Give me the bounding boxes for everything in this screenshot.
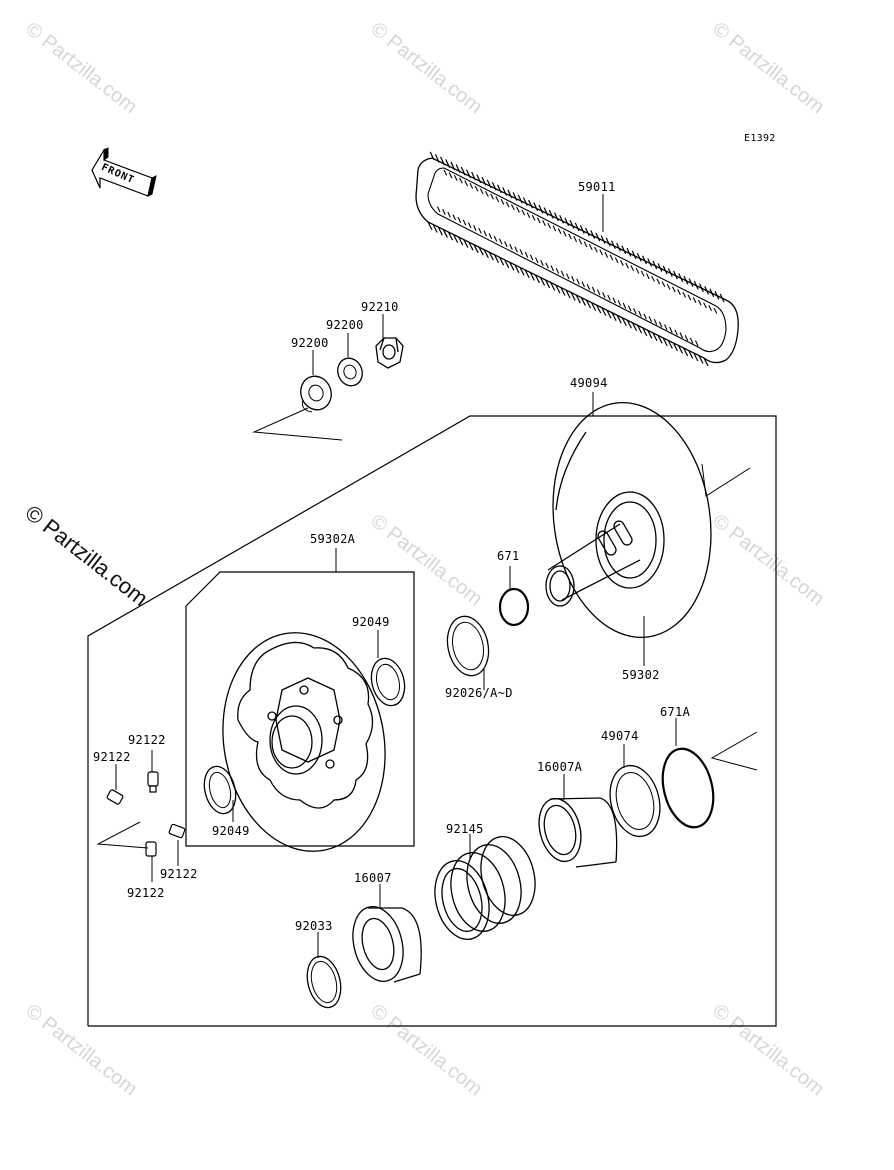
o-ring-icon — [661, 747, 715, 829]
part-label-bearing-a[interactable]: 16007A — [537, 760, 583, 774]
part-label-bearing[interactable]: 16007 — [354, 871, 392, 885]
part-label-spring[interactable]: 92145 — [446, 822, 484, 836]
part-label-cam-ring[interactable]: 49074 — [601, 729, 639, 743]
part-label-grease-nipple[interactable]: 92122 — [93, 750, 131, 764]
assembly-outline — [87, 415, 777, 1027]
part-label-o-ring[interactable]: 671 — [497, 549, 520, 563]
oil-seal-icon — [203, 765, 237, 815]
fixed-sheave-icon — [545, 401, 712, 639]
part-label-fixed-sheave[interactable]: 59302 — [622, 668, 660, 682]
part-label-nut[interactable]: 92210 — [361, 300, 399, 314]
part-label-oil-seal-bottom[interactable]: 92049 — [212, 824, 250, 838]
bearing-icon — [538, 797, 618, 868]
washer-icon — [300, 375, 332, 411]
part-label-oil-seal-top[interactable]: 92049 — [352, 615, 390, 629]
o-ring-icon — [498, 587, 530, 627]
grease-nipple-icon — [106, 771, 186, 857]
movable-sheave-icon — [222, 632, 386, 852]
front-arrow-icon — [91, 147, 157, 197]
cam-ring-icon — [609, 764, 661, 838]
drive-belt-icon — [415, 151, 739, 367]
part-label-o-ring-large[interactable]: 671A — [660, 705, 691, 719]
part-label-driven-assy[interactable]: 49094 — [570, 376, 608, 390]
part-label-circlip[interactable]: 92033 — [295, 919, 333, 933]
shim-icon — [446, 615, 490, 677]
part-label-grease-nipple[interactable]: 92122 — [128, 733, 166, 747]
bearing-icon — [352, 906, 422, 983]
part-label-shim[interactable]: 92026/A~D — [445, 686, 513, 700]
part-label-washer-small[interactable]: 92200 — [326, 318, 364, 332]
part-label-washer-large[interactable]: 92200 — [291, 336, 329, 350]
spring-icon — [434, 836, 536, 940]
washer-icon — [337, 357, 363, 387]
nut-icon — [375, 337, 404, 369]
diagram-code: E1392 — [744, 133, 776, 144]
oil-seal-icon — [370, 657, 406, 707]
part-label-movable-sheave[interactable]: 59302A — [310, 532, 356, 546]
part-label-grease-nipple[interactable]: 92122 — [127, 886, 165, 900]
sub-assembly-outline — [185, 571, 415, 847]
part-label-belt[interactable]: 59011 — [578, 180, 616, 194]
part-label-grease-nipple[interactable]: 92122 — [160, 867, 198, 881]
